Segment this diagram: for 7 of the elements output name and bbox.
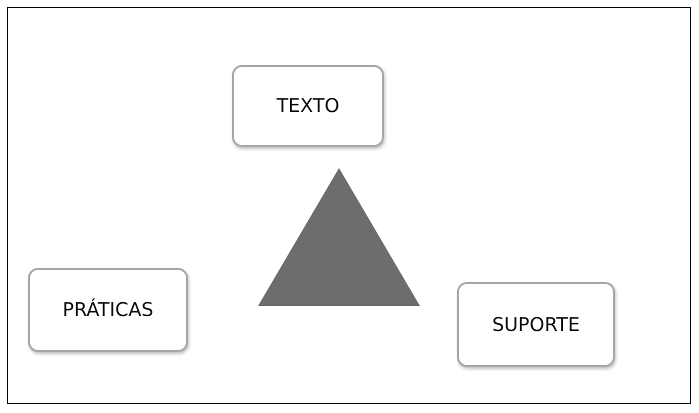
rounded-box <box>232 65 384 147</box>
rounded-box <box>28 268 188 352</box>
box-label: PRÁTICAS <box>62 299 154 321</box>
triangle-shape <box>258 168 420 306</box>
rounded-box <box>457 282 615 367</box>
box-label: TEXTO <box>276 95 340 117</box>
box-label: SUPORTE <box>492 314 580 336</box>
